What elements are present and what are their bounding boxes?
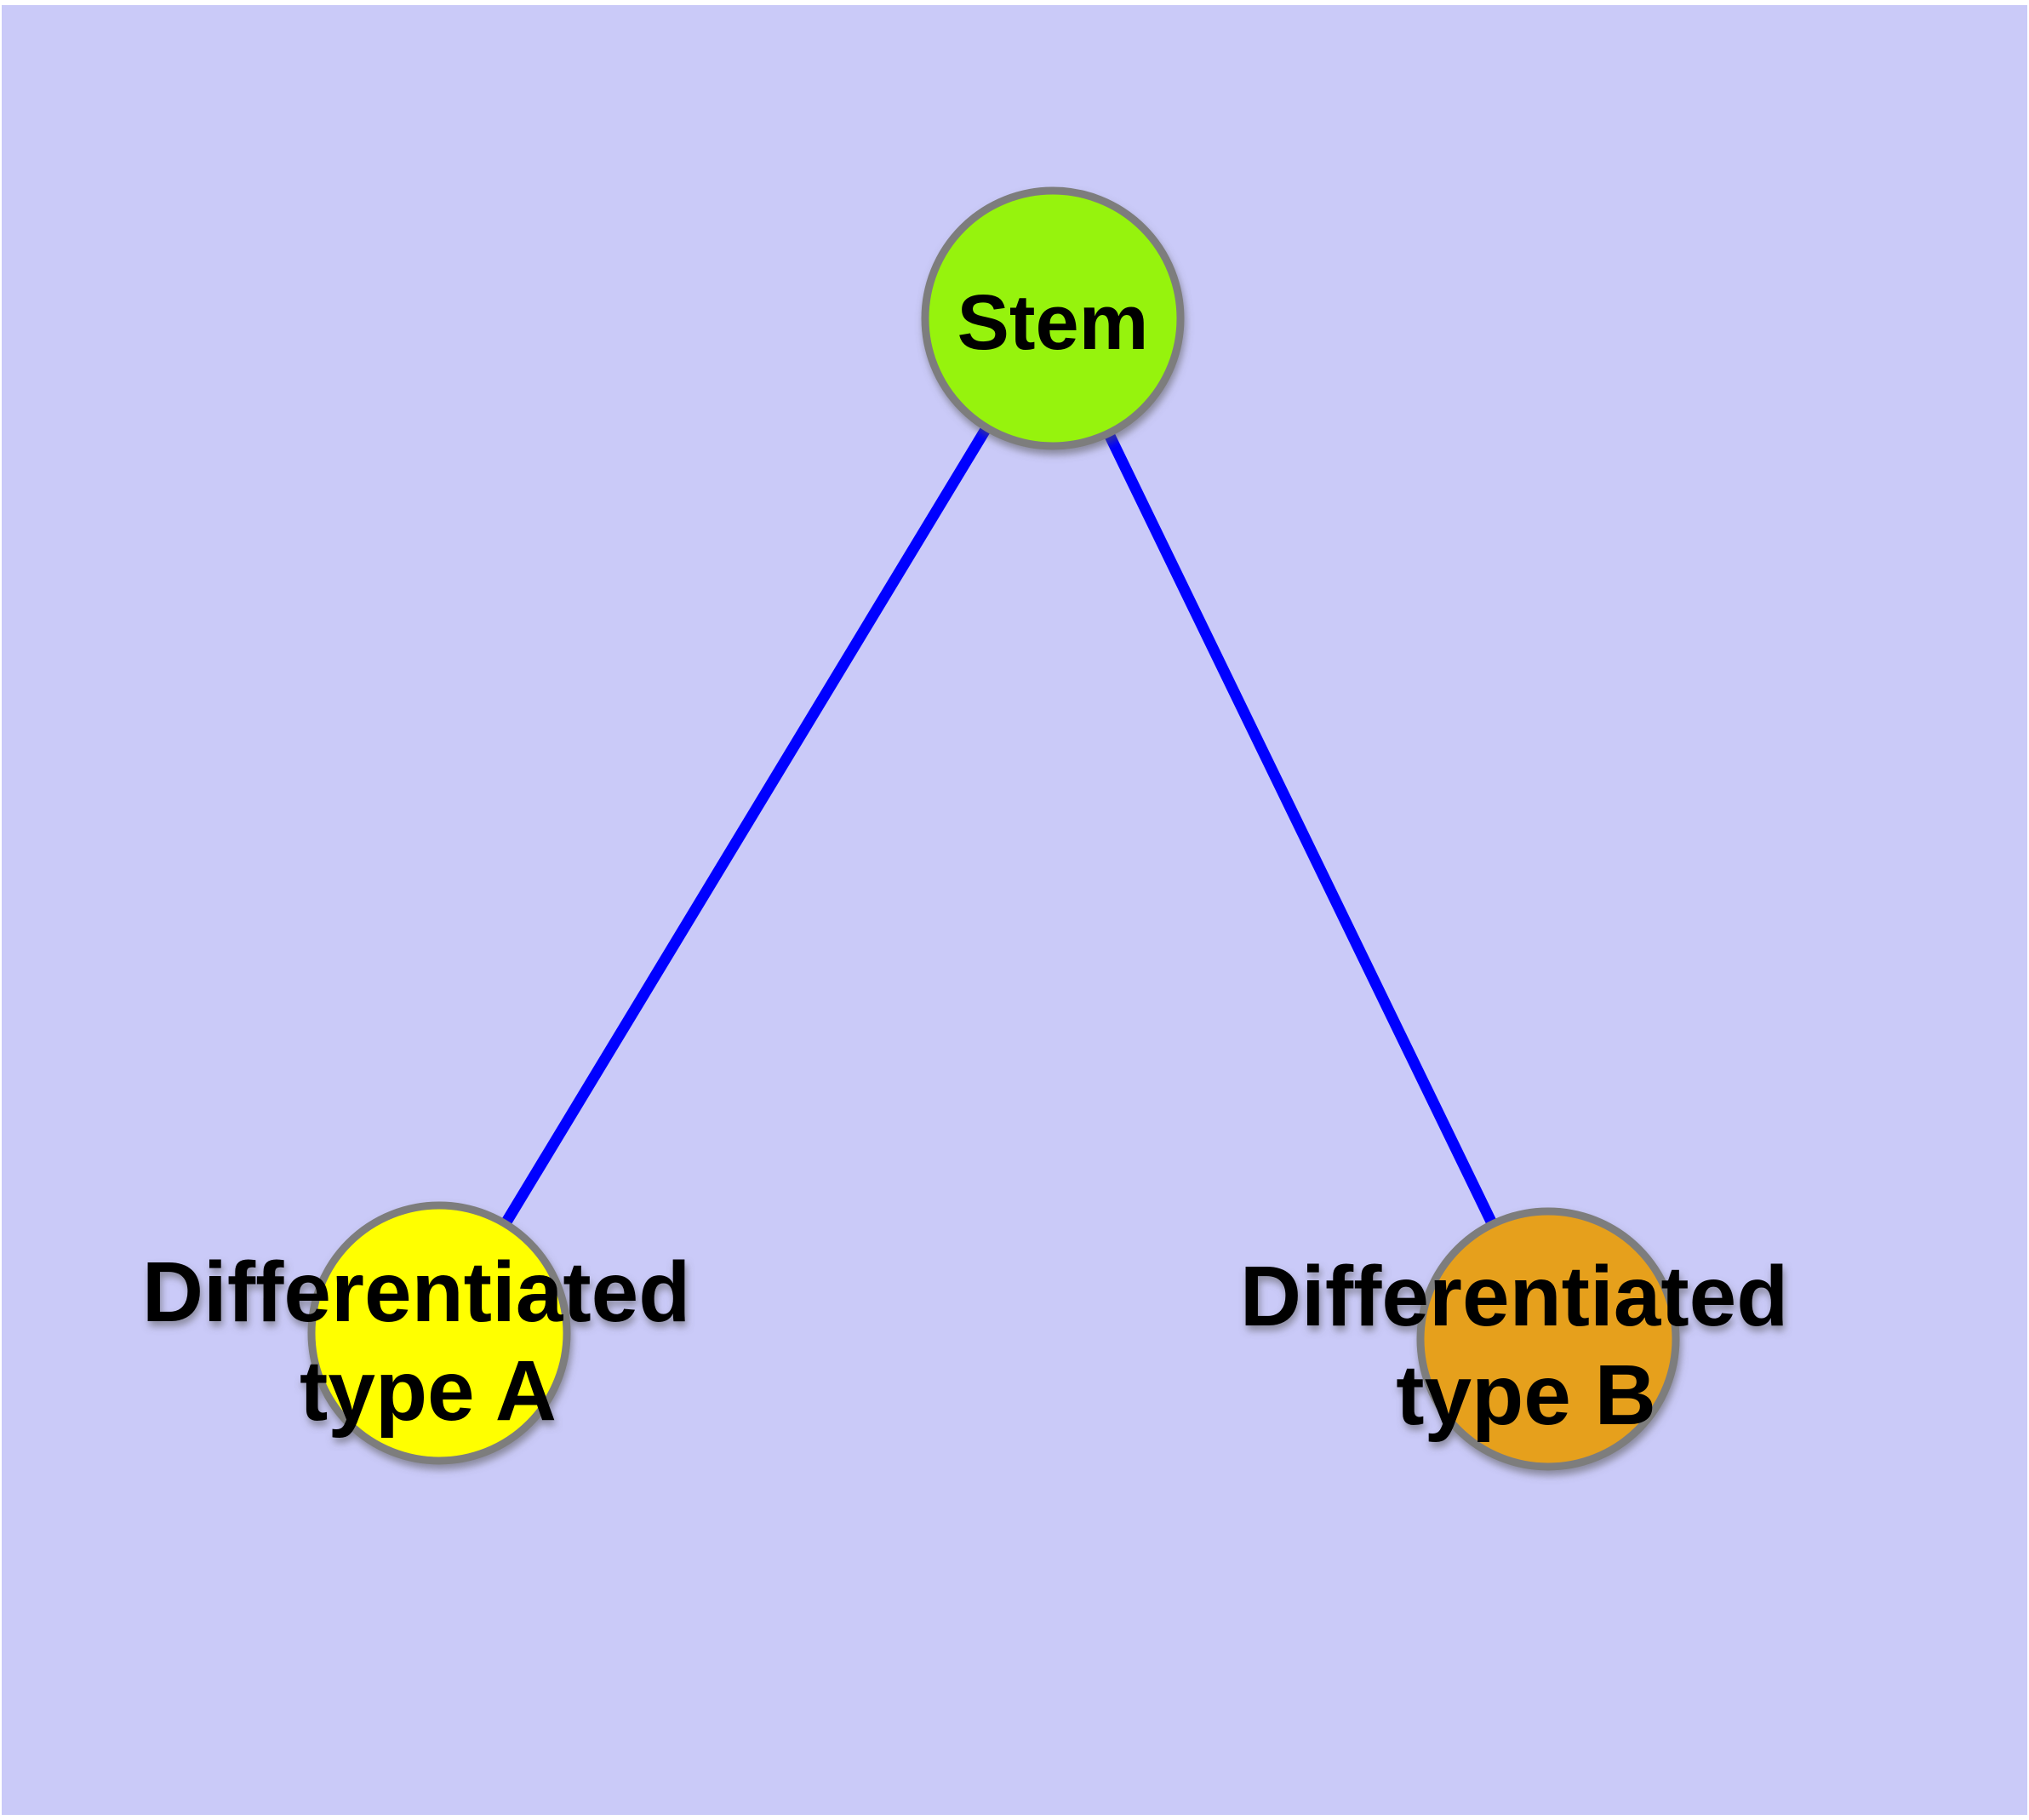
node-type-a-label: Differentiated type A — [142, 1245, 714, 1439]
edges — [434, 315, 1553, 1342]
node-type-b-label-line1: Differentiated — [1240, 1249, 1789, 1344]
node-differentiated-type-a[interactable]: Differentiated type A — [142, 1201, 714, 1465]
node-type-b-label: Differentiated type B — [1240, 1249, 1812, 1443]
node-type-b-circle[interactable] — [1416, 1207, 1680, 1471]
edge-stem-to-type-b[interactable] — [1048, 316, 1553, 1342]
node-type-a-label-line1: Differentiated — [142, 1245, 691, 1340]
node-type-a-label-line2: type A — [300, 1343, 557, 1439]
node-stem-label: Stem — [957, 279, 1149, 366]
edge-stem-to-type-a[interactable] — [434, 315, 1058, 1336]
node-type-a-circle[interactable] — [307, 1201, 571, 1465]
node-differentiated-type-b[interactable]: Differentiated type B — [1240, 1207, 1812, 1471]
node-stem-circle[interactable] — [921, 186, 1185, 450]
node-type-b-label-line2: type B — [1396, 1348, 1656, 1443]
node-stem[interactable]: Stem — [921, 186, 1185, 450]
